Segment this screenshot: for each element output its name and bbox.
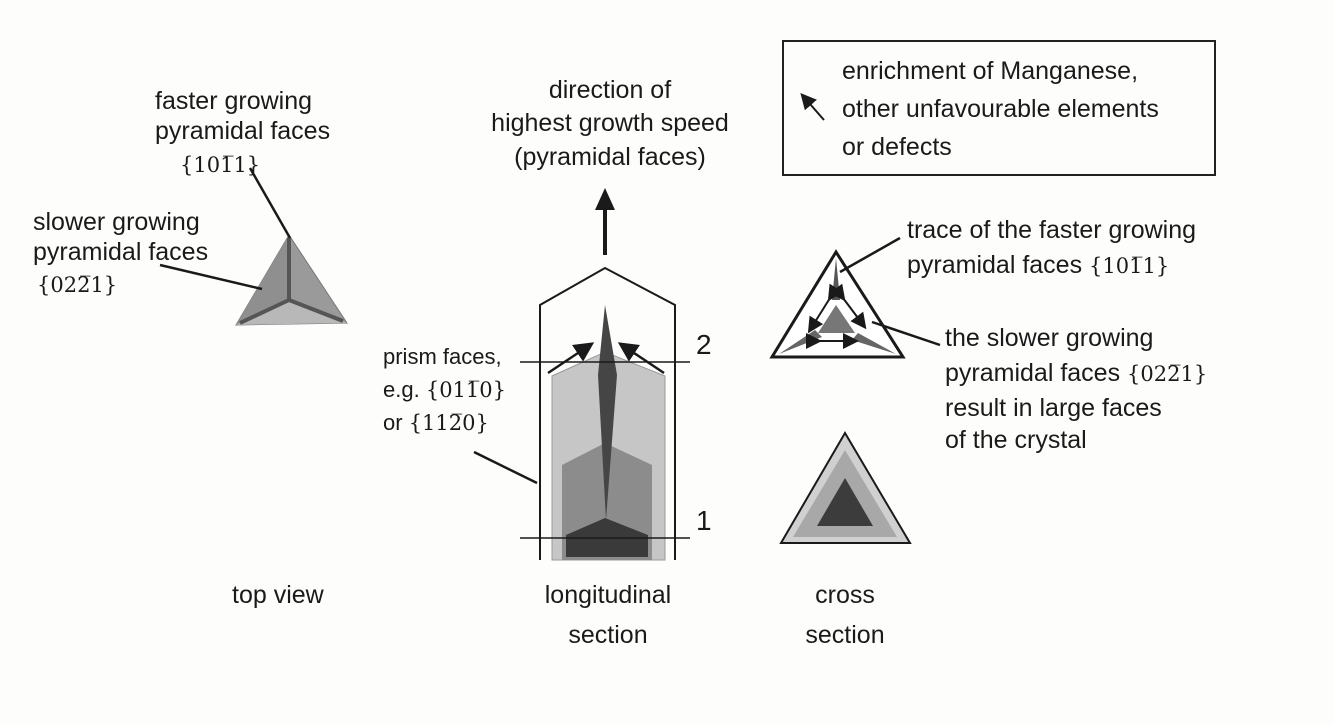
cross-slower-label-4: of the crystal [945,426,1087,454]
cross-slower-index: {022̅1} [1127,362,1208,386]
leader-prism [473,450,538,485]
longitudinal-caption-1: longitudinal [544,581,672,609]
legend-box [782,40,1216,176]
prism-label-or: or {112̅0} [383,408,489,438]
prism-index-1: {011̅0} [425,378,506,402]
faster-label-2: pyramidal faces [155,117,331,145]
direction-label-1: direction of [548,76,672,104]
prism-eg: e.g. [383,377,420,402]
cross-section-crystal [779,431,912,544]
direction-label-3: (pyramidal faces) [514,143,706,171]
marker-1: 1 [696,505,712,536]
cross-slower-label-2: pyramidal faces {022̅1} [945,358,1207,389]
trace-index: {101̅1} [1089,254,1170,278]
faster-label-1: faster growing [155,87,313,115]
faster-index: {101̅1} [180,153,261,177]
leader-faster-top [248,167,292,239]
trace-label-1: trace of the faster growing [907,216,1197,244]
slower-index: {022̅1} [37,273,118,297]
cross-section-trace-crystal [769,249,906,359]
legend-arrow-icon [800,92,825,121]
top-view-crystal [235,234,348,326]
cross-caption-1: cross [815,581,875,609]
prism-index-2: {112̅0} [408,411,489,435]
direction-label-2: highest growth speed [491,109,729,137]
cross-caption-2: section [805,621,885,649]
prism-label-eg: e.g. {011̅0} [383,375,506,405]
marker-2: 2 [696,329,712,360]
slower-label-2: pyramidal faces [33,238,209,266]
prism-or: or [383,410,403,435]
slower-label-1: slower growing [33,208,200,236]
legend-line-1: enrichment of Manganese, [842,57,1139,85]
cross-slower-text: pyramidal faces [945,359,1121,387]
leader-trace [839,236,901,274]
trace-label-2: pyramidal faces {101̅1} [907,250,1169,281]
top-view-caption: top view [232,581,324,609]
cross-slower-label-3: result in large faces [945,394,1162,422]
leader-slower-top [159,263,263,291]
longitudinal-section-crystal [520,266,690,561]
legend-line-3: or defects [842,133,952,161]
longitudinal-caption-2: section [568,621,648,649]
trace-label-text: pyramidal faces [907,251,1083,279]
cross-slower-label-1: the slower growing [945,324,1154,352]
legend-line-2: other unfavourable elements [842,95,1159,123]
leader-slower-cross [871,320,941,347]
growth-direction-arrow [595,188,615,255]
prism-label-1: prism faces, [383,344,502,369]
